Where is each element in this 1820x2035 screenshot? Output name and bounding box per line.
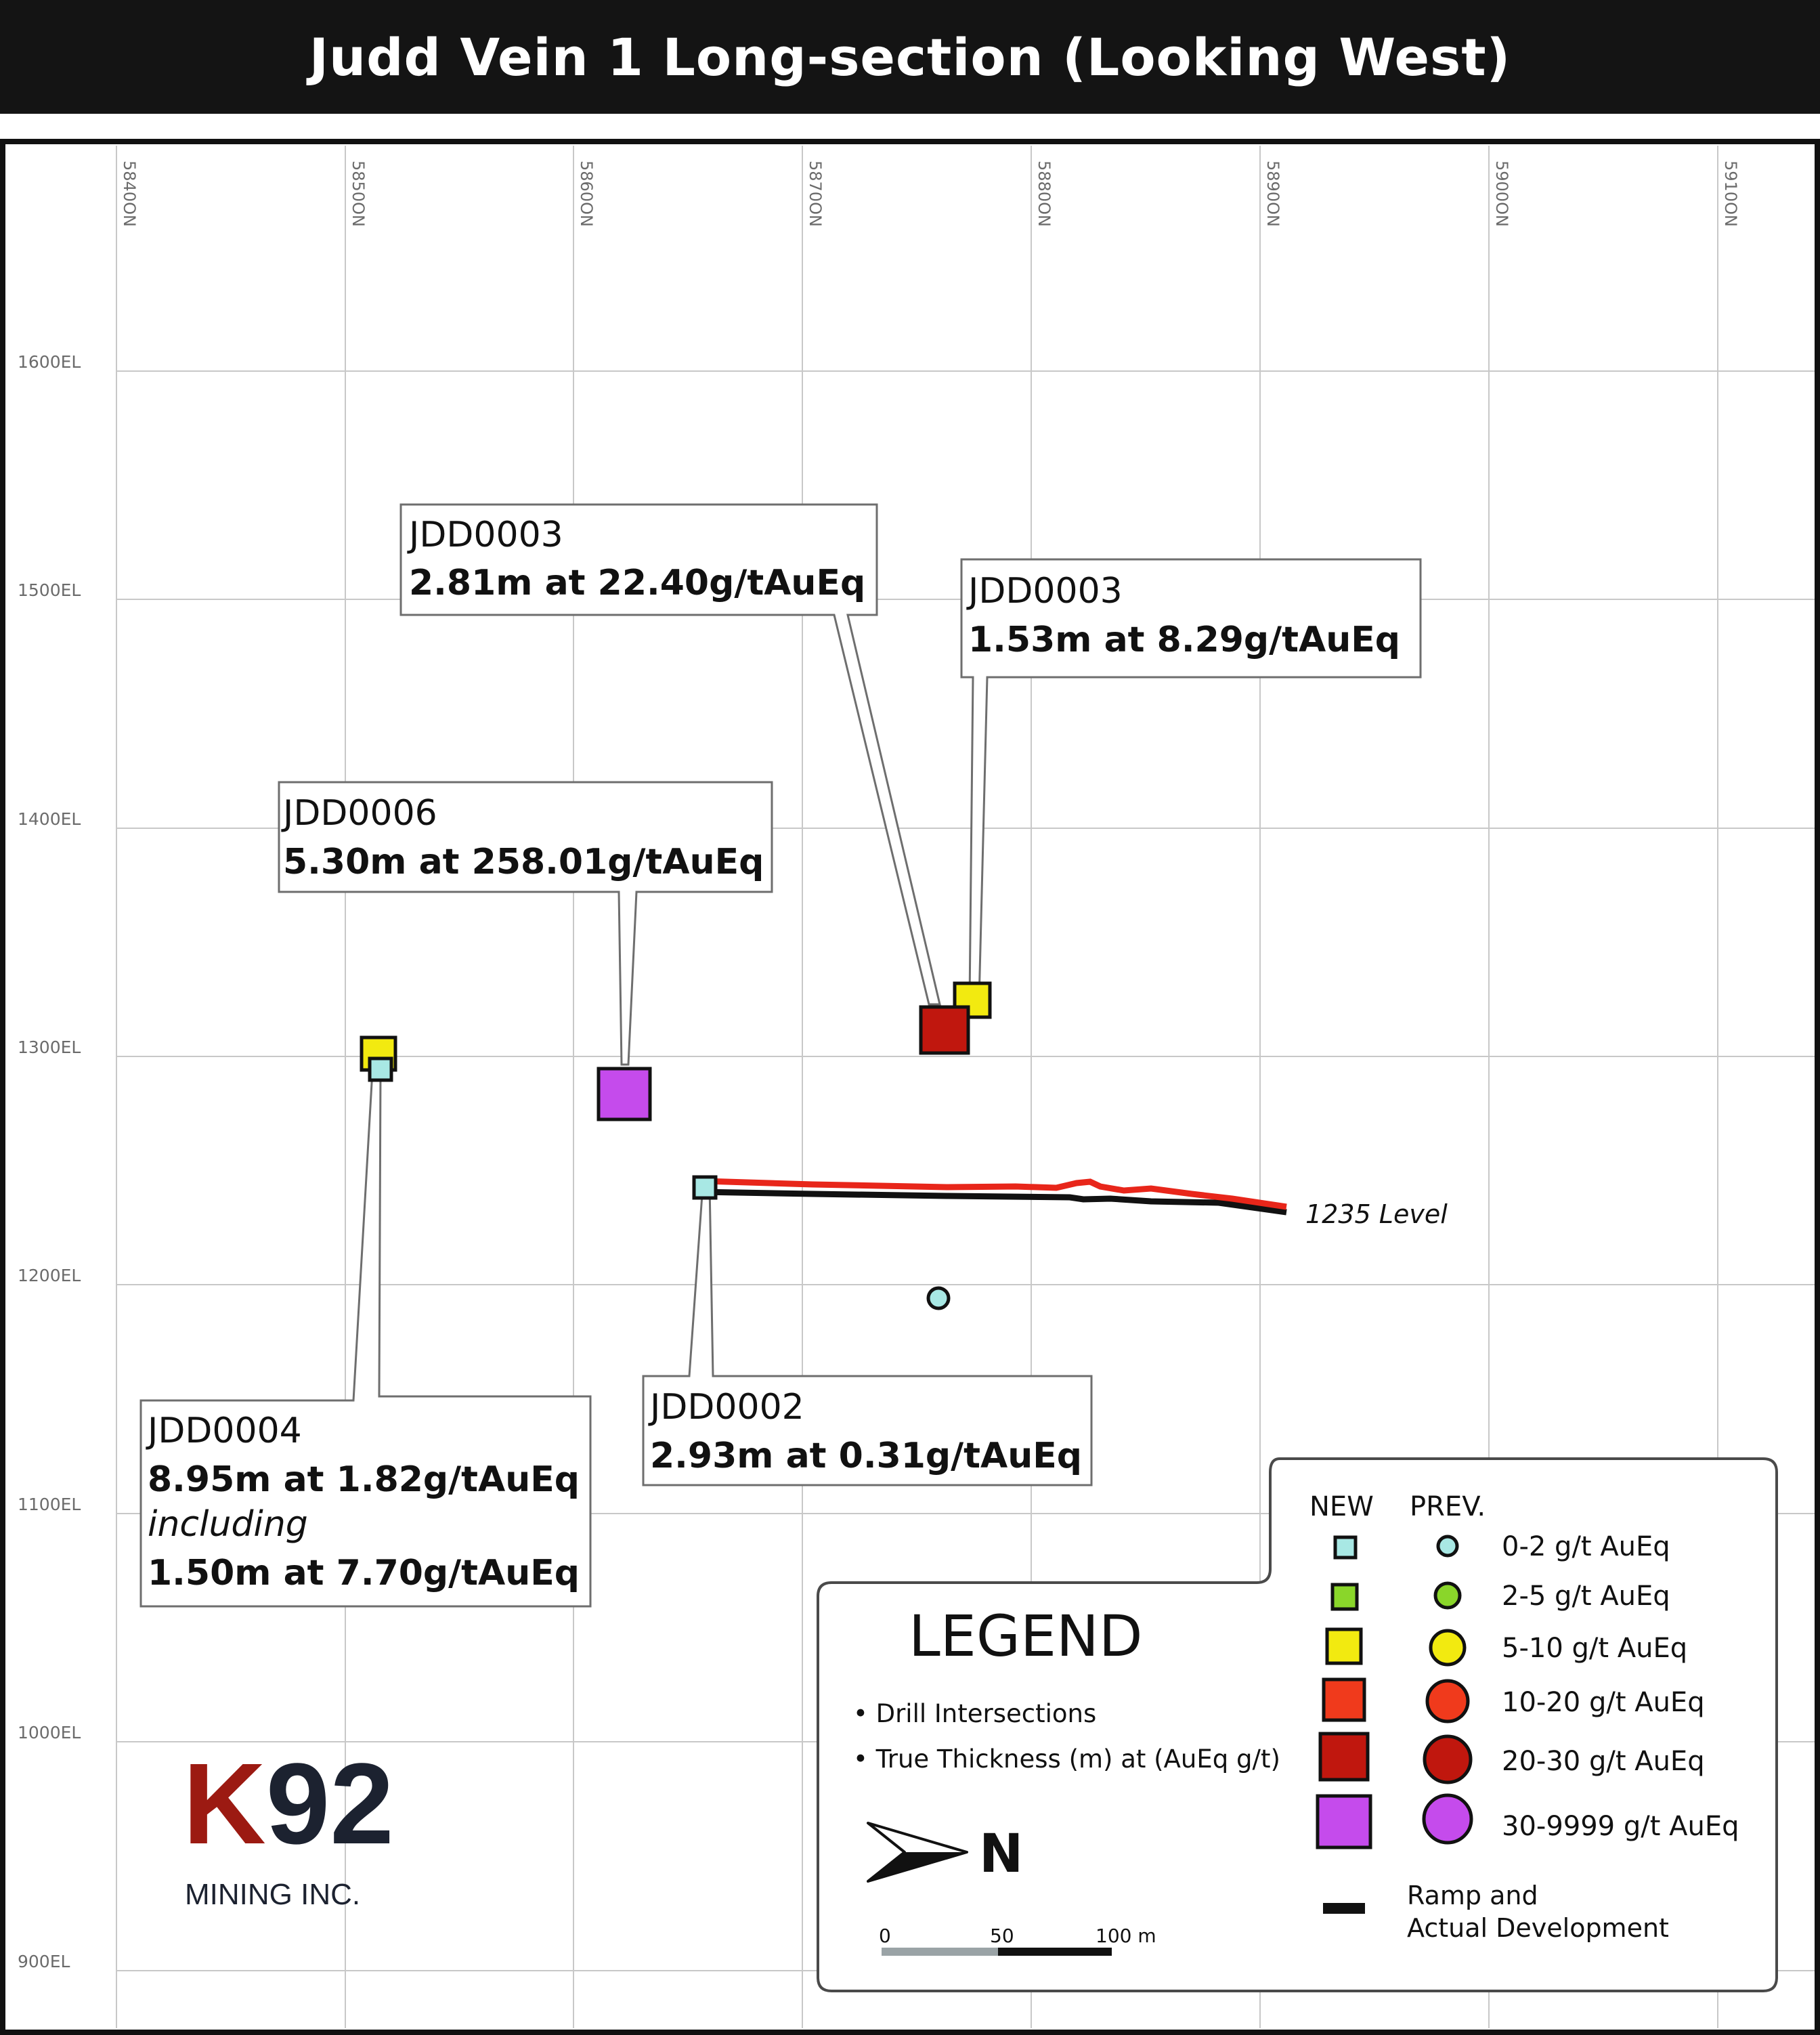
callout-jdd0006: JDD0006 5.30m at 258.01g/tAuEq xyxy=(278,781,773,1066)
intersection-jdd0004-0-2[interactable] xyxy=(368,1056,393,1082)
ramp-line xyxy=(703,1178,1287,1210)
k92-logo: K92 MINING INC. xyxy=(183,1740,394,1911)
callout-including: including xyxy=(148,1504,308,1545)
callout-result: 1.53m at 8.29g/tAuEq xyxy=(968,620,1400,660)
callout-result: 5.30m at 258.01g/tAuEq xyxy=(283,842,764,882)
elevation-label: 1500EL xyxy=(18,580,81,600)
legend-col-new: NEW xyxy=(1309,1491,1374,1522)
legend-prev-symbols xyxy=(1422,1535,1473,1845)
northing-label: 5850ON xyxy=(349,160,368,227)
legend-class-label: 30-9999 g/t AuEq xyxy=(1502,1811,1739,1842)
callout-hole: JDD0003 xyxy=(966,571,1123,612)
title-bar: Judd Vein 1 Long-section (Looking West) xyxy=(0,0,1820,114)
northing-labels: 5840ON 5850ON 5860ON 5870ON 5880ON 5890O… xyxy=(120,160,1740,227)
scale-bar: 0 50 100 m xyxy=(879,1925,1156,1956)
drill-intersections xyxy=(360,981,992,1310)
intersection-prev-0-2[interactable] xyxy=(926,1286,951,1310)
callout-box xyxy=(278,781,773,1066)
legend-ramp-label: Actual Development xyxy=(1407,1913,1669,1943)
legend-new-2-5 xyxy=(1330,1583,1359,1611)
legend-class-label: 5-10 g/t AuEq xyxy=(1502,1633,1687,1664)
legend: NEW PREV. LEGEND • Drill Intersections •… xyxy=(817,1457,1778,1992)
north-arrow-fill xyxy=(868,1852,967,1881)
intersection-jdd0006-30-9999[interactable] xyxy=(597,1067,652,1121)
callout-jdd0004: JDD0004 8.95m at 1.82g/tAuEq including 1… xyxy=(139,1070,592,1608)
legend-col-prev: PREV. xyxy=(1410,1491,1486,1522)
elevation-label: 1200EL xyxy=(18,1266,81,1285)
legend-ramp-symbol xyxy=(1323,1903,1365,1914)
scale-tick-label: 50 xyxy=(990,1925,1014,1947)
northing-label: 5880ON xyxy=(1035,160,1054,227)
callout-hole: JDD0003 xyxy=(407,515,563,555)
scale-segment-1 xyxy=(882,1948,998,1956)
intersection-jdd0003-20-30[interactable] xyxy=(919,1005,970,1055)
legend-new-0-2 xyxy=(1333,1535,1358,1560)
callout-jdd0003-a: JDD0003 2.81m at 22.40g/tAuEq xyxy=(399,503,941,1006)
legend-new-30-9999 xyxy=(1316,1794,1372,1849)
scale-tick-label: 100 m xyxy=(1096,1925,1156,1947)
legend-note: • Drill Intersections xyxy=(853,1699,1096,1728)
logo-brand: K92 xyxy=(183,1740,394,1868)
legend-class-labels: 0-2 g/t AuEq 2-5 g/t AuEq 5-10 g/t AuEq … xyxy=(1502,1531,1739,1842)
callout-result: 8.95m at 1.82g/tAuEq xyxy=(148,1459,580,1500)
map-frame xyxy=(0,139,1820,2035)
elevation-label: 1400EL xyxy=(18,809,81,829)
legend-new-20-30 xyxy=(1318,1732,1370,1782)
legend-class-label: 10-20 g/t AuEq xyxy=(1502,1687,1705,1718)
logo-subtitle: MINING INC. xyxy=(185,1878,360,1911)
callout-hole: JDD0004 xyxy=(146,1411,302,1451)
callout-box xyxy=(642,1184,1093,1486)
elevation-label: 1000EL xyxy=(18,1723,81,1742)
northing-label: 5900ON xyxy=(1492,160,1511,227)
legend-prev-2-5 xyxy=(1433,1581,1462,1610)
callout-hole: JDD0002 xyxy=(648,1387,804,1428)
callout-box xyxy=(139,1070,592,1608)
legend-box xyxy=(817,1457,1778,1992)
legend-prev-10-20 xyxy=(1425,1679,1470,1723)
legend-prev-0-2 xyxy=(1436,1535,1459,1558)
level-label: 1235 Level xyxy=(1305,1199,1448,1229)
callout-box xyxy=(399,503,941,1006)
scale-tick-label: 0 xyxy=(879,1925,891,1947)
legend-class-label: 0-2 g/t AuEq xyxy=(1502,1531,1670,1562)
callout-result: 2.93m at 0.31g/tAuEq xyxy=(650,1436,1082,1476)
legend-new-symbols xyxy=(1316,1535,1372,1849)
elevation-label: 1300EL xyxy=(18,1037,81,1057)
elevation-label: 1600EL xyxy=(18,352,81,372)
elevation-labels: 1600EL 1500EL 1400EL 1300EL 1200EL 1100E… xyxy=(18,352,81,1971)
legend-note: • True Thickness (m) at (AuEq g/t) xyxy=(853,1744,1280,1774)
legend-heading: LEGEND xyxy=(909,1603,1143,1669)
callout-hole: JDD0006 xyxy=(281,793,437,834)
legend-class-label: 2-5 g/t AuEq xyxy=(1502,1581,1670,1612)
northing-label: 5840ON xyxy=(120,160,139,227)
callout-result: 2.81m at 22.40g/tAuEq xyxy=(409,563,865,603)
intersection-jdd0002-0-2[interactable] xyxy=(692,1175,718,1200)
elevation-label: 1100EL xyxy=(18,1495,81,1514)
elevation-label: 900EL xyxy=(18,1952,70,1971)
northing-label: 5890ON xyxy=(1263,160,1282,227)
north-label: N xyxy=(979,1824,1023,1885)
legend-new-10-20 xyxy=(1322,1677,1366,1722)
legend-prev-20-30 xyxy=(1423,1734,1473,1784)
level-1235-development: 1235 Level xyxy=(700,1178,1448,1229)
callout-jdd0003-b: JDD0003 1.53m at 8.29g/tAuEq xyxy=(960,558,1422,1002)
actual-development-line xyxy=(700,1188,1287,1216)
legend-new-5-10 xyxy=(1325,1627,1363,1665)
north-arrow-icon xyxy=(867,1822,968,1883)
page-title: Judd Vein 1 Long-section (Looking West) xyxy=(309,26,1511,87)
northing-label: 5870ON xyxy=(806,160,825,227)
northing-label: 5910ON xyxy=(1721,160,1740,227)
legend-class-label: 20-30 g/t AuEq xyxy=(1502,1746,1705,1777)
northing-label: 5860ON xyxy=(577,160,596,227)
callout-result: 1.50m at 7.70g/tAuEq xyxy=(148,1553,580,1593)
callout-jdd0002: JDD0002 2.93m at 0.31g/tAuEq xyxy=(642,1184,1093,1486)
scale-segment-2 xyxy=(998,1948,1112,1956)
legend-prev-30-9999 xyxy=(1422,1793,1473,1845)
legend-ramp-label: Ramp and xyxy=(1407,1881,1538,1910)
legend-prev-5-10 xyxy=(1429,1629,1467,1667)
